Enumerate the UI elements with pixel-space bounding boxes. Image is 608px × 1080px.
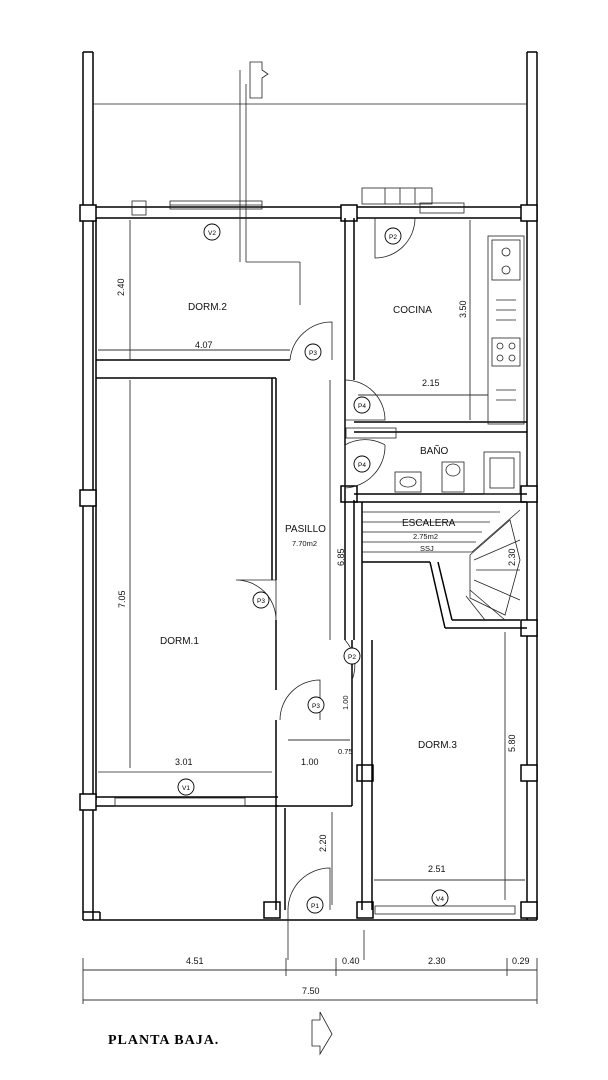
dim-dorm1-h: 7.05	[117, 590, 127, 608]
dim-bottom-3: 2.30	[428, 956, 446, 966]
dim-dorm3-h: 5.80	[507, 734, 517, 752]
columns	[79, 204, 538, 919]
tag-p3-hall: P3	[312, 703, 320, 710]
tag-p3-dorm1: P3	[257, 598, 265, 605]
dim-bottom-total: 7.50	[302, 986, 320, 996]
dim-cocina-w: 2.15	[422, 378, 440, 388]
dim-pasillo-h: 6.85	[336, 548, 346, 566]
pipe-lines	[239, 61, 301, 305]
dim-bottom-1: 4.51	[186, 956, 204, 966]
tag-p4-top: P4	[358, 403, 366, 410]
dim-cocina-h: 3.50	[458, 300, 468, 318]
tag-p2-kitchen: P2	[389, 234, 397, 241]
tag-p4-bottom: P4	[358, 462, 366, 469]
room-bano: BAÑO	[420, 444, 449, 457]
dim-bottom-4: 0.29	[512, 956, 530, 966]
room-dorm3: DORM.3	[418, 740, 457, 751]
stair-steps	[362, 509, 521, 621]
dim-escalera-h: 2.30	[507, 548, 517, 566]
dim-dorm3-w: 2.51	[428, 864, 446, 874]
room-dorm1: DORM.1	[160, 636, 199, 647]
dim-hall-small2: 0.75	[338, 747, 353, 756]
dim-dorm2-w: 4.07	[195, 340, 213, 350]
tag-p1: P1	[311, 903, 319, 910]
outer-walls	[82, 51, 538, 921]
tag-v2: V2	[208, 230, 216, 237]
tag-v1: V1	[182, 785, 190, 792]
dim-bottom-2: 0.40	[342, 956, 360, 966]
tags: V2 P2 P3 P4 P4 P3 P2 P3 V1 P1 V4	[177, 223, 449, 914]
dim-dorm2-h: 2.40	[116, 278, 126, 296]
entry-arrow-icon	[311, 1011, 333, 1056]
room-pasillo: PASILLO	[285, 524, 326, 535]
room-cocina: COCINA	[393, 305, 432, 316]
dim-dorm1-w: 3.01	[175, 757, 193, 767]
tag-p2-hall: P2	[348, 654, 356, 661]
room-pasillo-area: 7.70m2	[292, 539, 317, 548]
tag-v4: V4	[436, 896, 444, 903]
dim-hall-small: 1.00	[341, 695, 350, 710]
windows	[114, 187, 516, 915]
room-dorm2: DORM.2	[188, 302, 227, 313]
bottom-dimensions	[82, 910, 538, 1004]
tag-p3-dorm2: P3	[309, 350, 317, 357]
room-escalera-area: 2.75m2	[413, 532, 438, 541]
room-labels: DORM.2 COCINA BAÑO PASILLO 7.70m2 ESCALE…	[160, 302, 457, 751]
dim-entry-h: 2.20	[318, 834, 328, 852]
bath-fixtures	[345, 427, 521, 495]
dimension-labels: 2.40 4.07 3.50 2.15 6.85 2.30 7.05 3.01 …	[116, 278, 530, 996]
dim-hall-w: 1.00	[301, 757, 319, 767]
room-escalera-sub: SSJ	[420, 544, 434, 553]
kitchen-counter	[487, 235, 525, 425]
interior-dimensions	[98, 220, 525, 905]
plan-title: PLANTA BAJA.	[108, 1033, 219, 1048]
room-escalera: ESCALERA	[402, 518, 456, 529]
